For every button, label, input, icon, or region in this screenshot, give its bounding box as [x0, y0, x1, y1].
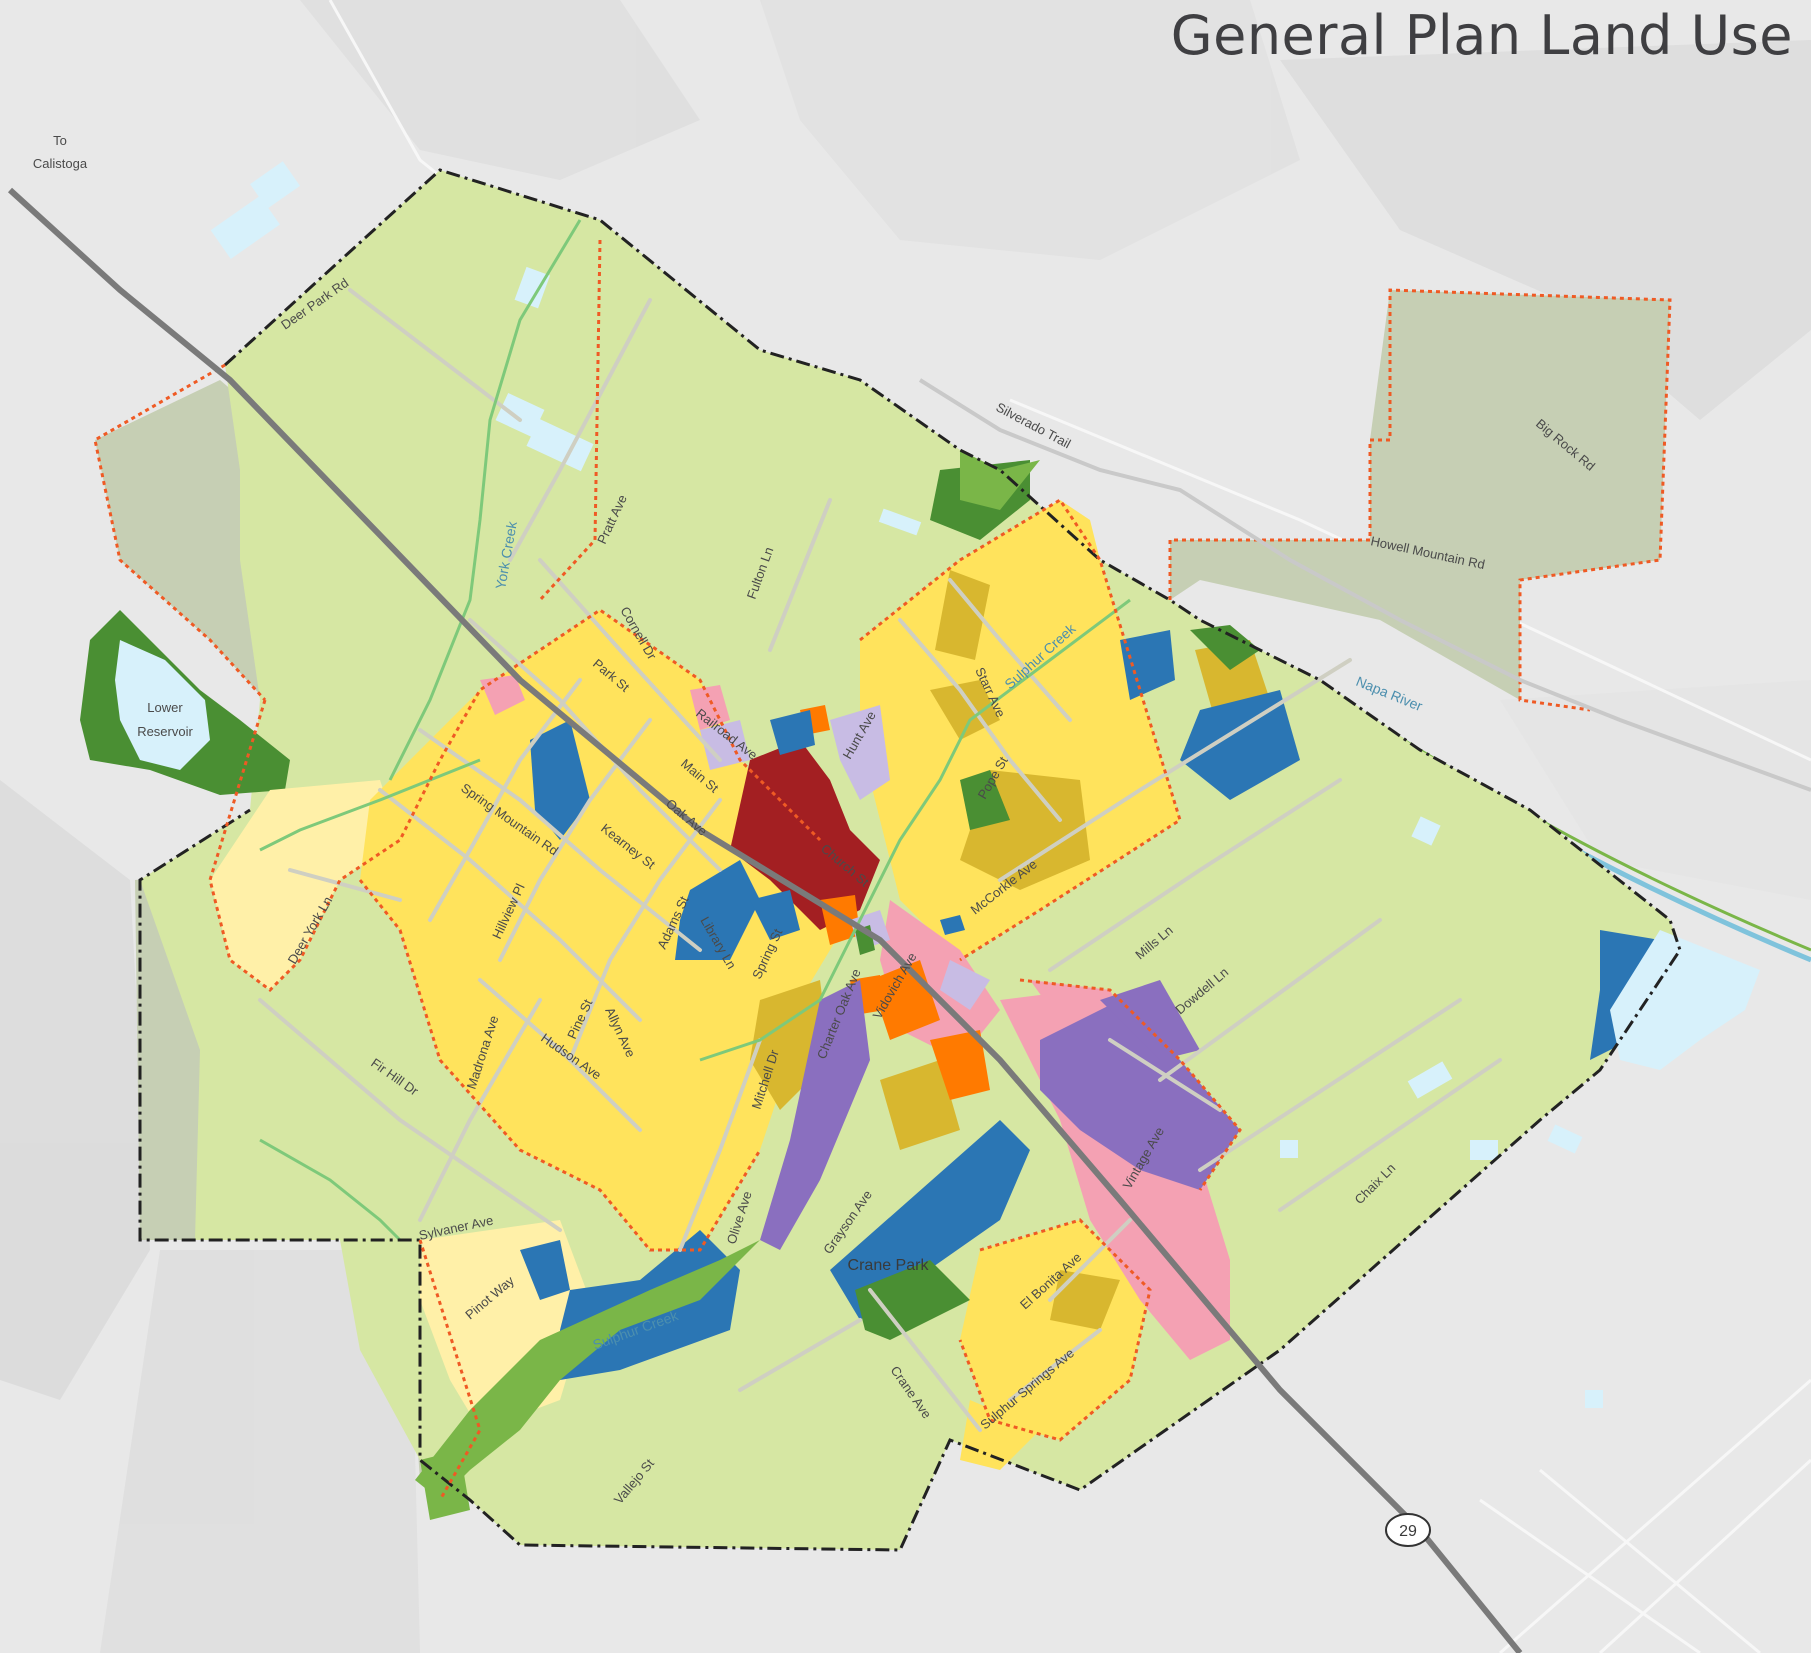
lower-reservoir-line1: Lower [147, 700, 183, 715]
creek-lines [259, 219, 1131, 1242]
to-calistoga-line1: To [53, 133, 67, 148]
medium-density-residential [360, 500, 1180, 1470]
route-29-label: 29 [1399, 1523, 1417, 1540]
ponds [210, 161, 1760, 1408]
to-calistoga-line2: Calistoga [33, 156, 88, 171]
place-labels: To Calistoga Lower Reservoir Crane Park [33, 133, 930, 1274]
highway-29 [7, 187, 1523, 1653]
crane-park-label: Crane Park [848, 1257, 930, 1274]
route-29-shield: 29 [1385, 1513, 1431, 1547]
lower-reservoir-line2: Reservoir [137, 724, 193, 739]
northeast-limit-boundary [1168, 288, 1672, 712]
industrial [760, 980, 1240, 1250]
map-title: General Plan Land Use [1170, 4, 1793, 67]
city-limit-boundary [138, 168, 1682, 1552]
silverado-trail [918, 378, 1811, 792]
lower-reservoir [115, 640, 210, 770]
urban-limit-boundary [93, 239, 1242, 1501]
